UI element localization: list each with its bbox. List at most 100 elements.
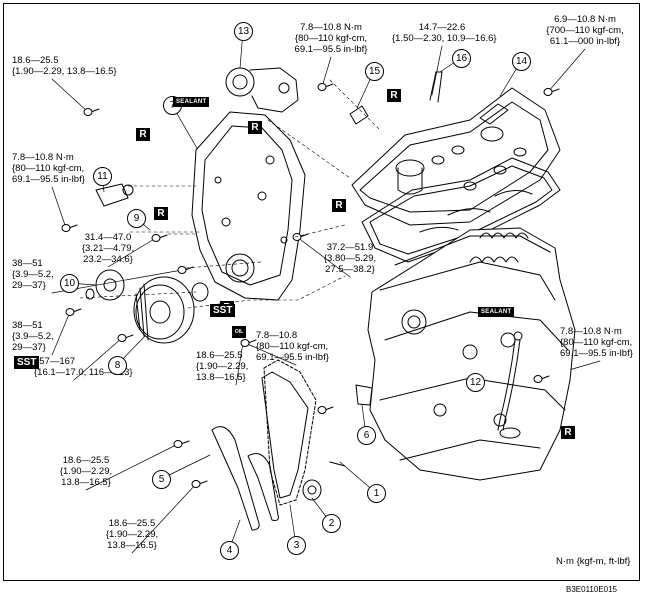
torque-spec-line: 7.8—10.8 N·m: [12, 152, 74, 163]
torque-spec-t-lower-left-b: 18.6—25.5{1.90—2.29,13.8—16.5}: [96, 518, 168, 551]
torque-spec-line: {1.90—2.29,: [105, 529, 159, 540]
torque-spec-line: 69.1—95.5 in-lbf}: [560, 348, 633, 359]
torque-spec-t-right-mid: 7.8—10.8 N·m{80—110 kgf-cm,69.1—95.5 in-…: [560, 326, 633, 359]
torque-spec-line: 29—37}: [12, 280, 46, 291]
bolt: [151, 234, 168, 242]
torque-spec-line: 61.1—000 in-lbf}: [549, 36, 621, 47]
callout-11: 11: [93, 167, 112, 186]
replace-marker: R: [387, 89, 401, 102]
bolt: [191, 480, 208, 488]
torque-spec-line: {3.9—5.2,: [12, 269, 54, 280]
leader-line: [235, 342, 244, 386]
figure-id: B3E0110E015: [566, 585, 618, 594]
callout-1: 1: [367, 484, 386, 503]
torque-spec-line: 157—167: [34, 356, 76, 367]
torque-spec-line: 13.8—16.5}: [196, 372, 246, 383]
torque-spec-t-center-18-6: 18.6—25.5{1.90—2.29,13.8—16.5}: [196, 350, 248, 383]
bolt: [240, 339, 257, 347]
torque-spec-line: {3.9—5.2,: [12, 331, 54, 342]
torque-spec-line: {1.90—2.29, 13.8—16.5}: [12, 66, 117, 77]
replace-marker: R: [561, 426, 575, 439]
torque-spec-t-top-right: 6.9—10.8 N·m{700—110 kgf-cm,61.1—000 in-…: [530, 14, 640, 47]
torque-spec-line: 23.2—34.6}: [83, 254, 133, 265]
torque-spec-line: 37.2—51.9: [326, 242, 374, 253]
bolt: [61, 224, 78, 232]
crankshaft-pulley: [133, 276, 195, 344]
front-oil-seal: [191, 282, 209, 302]
torque-spec-t-center-7-8: 7.8—10.8{80—110 kgf-cm,69.1—95.5 in-lbf}: [256, 330, 329, 363]
torque-spec-line: 18.6—25.5: [62, 455, 110, 466]
torque-spec-t-mid-left: 31.4—47.0{3.21—4.79,23.2—34.6}: [58, 232, 158, 265]
torque-spec-line: 69.1—95.5 in-lbf}: [256, 352, 329, 363]
replace-marker: R: [136, 128, 150, 141]
callout-10: 10: [60, 274, 79, 293]
torque-spec-line: 7.8—10.8 N·m: [300, 22, 362, 33]
bolt: [317, 83, 334, 91]
leader-line: [547, 48, 586, 93]
leader-line: [73, 337, 123, 381]
oil-marker: OIL: [232, 326, 246, 338]
idler-pulley: [85, 269, 125, 301]
leader-line: [131, 483, 197, 554]
callout-14: 14: [512, 52, 531, 71]
torque-spec-line: {80—110 kgf-cm,: [256, 341, 329, 352]
torque-spec-line: 13.8—16.5}: [61, 477, 111, 488]
torque-spec-t-sst: 157—167{16.1—17.0, 116—123}: [34, 356, 133, 378]
drive-belt-tensioner: [225, 67, 299, 113]
torque-spec-line: 14.7—22.6: [418, 22, 466, 33]
leader-line: [51, 186, 67, 229]
leader-line: [244, 342, 297, 366]
leader-line: [431, 45, 443, 96]
units-note: N·m {kgf-m, ft-lbf}: [556, 556, 631, 567]
torque-spec-line: {1.50—2.30, 10.9—16.6}: [392, 33, 497, 44]
torque-spec-line: 31.4—47.0: [84, 232, 132, 243]
callout-16: 16: [452, 49, 471, 68]
engine-block: [367, 227, 576, 481]
torque-spec-line: {80—110 kgf-cm,: [294, 33, 368, 44]
timing-chain-cover: [191, 111, 306, 301]
head-cover-gasket: [361, 157, 561, 263]
callout-4: 4: [220, 541, 239, 560]
torque-spec-t-left-mid: 7.8—10.8 N·m{80—110 kgf-cm,69.1—95.5 in-…: [12, 152, 85, 185]
torque-spec-t-top-center: 14.7—22.6{1.50—2.30, 10.9—16.6}: [392, 22, 497, 44]
bolt: [65, 308, 82, 316]
torque-spec-line: {16.1—17.0, 116—123}: [34, 367, 133, 378]
torque-spec-t-left-38a: 38—51{3.9—5.2,29—37}: [12, 258, 54, 291]
leader-line: [321, 56, 332, 88]
callout-6: 6: [357, 426, 376, 445]
bolt: [317, 406, 334, 414]
cylinder-head-cover: [351, 87, 561, 226]
bolt: [173, 440, 190, 448]
leader-line: [51, 311, 71, 356]
bolt: [543, 88, 560, 96]
torque-spec-line: {1.90—2.29,: [196, 361, 249, 372]
torque-spec-line: 18.6—25.5: [196, 350, 243, 361]
callout-13: 13: [234, 22, 253, 41]
leader-line: [85, 443, 179, 491]
torque-spec-line: 29—37}: [12, 342, 46, 353]
torque-spec-line: 18.6—25.5: [12, 55, 59, 66]
callout-3: 3: [287, 536, 306, 555]
oil-pressure-switch: [95, 71, 443, 207]
torque-spec-t-left-38b: 38—51{3.9—5.2,29—37}: [12, 320, 54, 353]
replace-marker: R: [248, 121, 262, 134]
bolt: [117, 334, 134, 342]
callout-15: 15: [365, 62, 384, 81]
torque-spec-line: 69.1—95.5 in-lbf}: [294, 44, 368, 55]
callout-2: 2: [322, 514, 341, 533]
torque-spec-line: 18.6—25.5: [108, 518, 156, 529]
torque-spec-line: 7.8—10.8: [256, 330, 298, 341]
torque-spec-line: {80—110 kgf-cm,: [12, 163, 85, 174]
bolts: [61, 83, 560, 488]
bolt: [83, 108, 100, 116]
callout-5: 5: [152, 470, 171, 489]
sst-marker: SST: [210, 304, 236, 317]
torque-spec-line: 27.5—38.2}: [325, 264, 375, 275]
sst-marker: SST: [14, 356, 40, 369]
torque-spec-line: {3.21—4.79,: [81, 243, 135, 254]
replace-marker: R: [154, 207, 168, 220]
callout-8: 8: [108, 356, 127, 375]
replace-marker: R: [332, 199, 346, 212]
sealant-marker: SEALANT: [173, 97, 210, 107]
